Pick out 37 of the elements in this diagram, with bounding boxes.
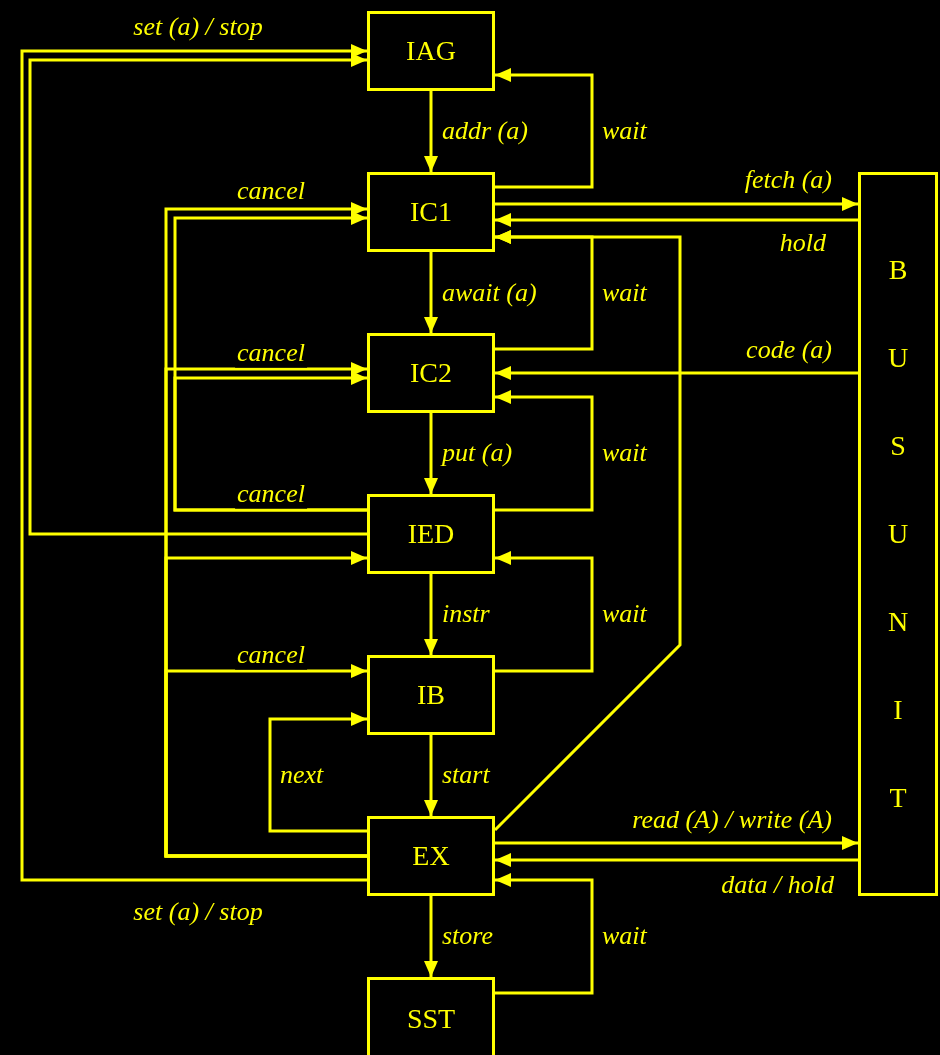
arrow (495, 873, 594, 995)
arrow (495, 68, 594, 189)
arrow (424, 896, 438, 977)
state-box (367, 977, 495, 1055)
arrow (493, 230, 682, 832)
node-label: IC1 (410, 196, 452, 228)
arrow (268, 712, 367, 833)
arrow (495, 213, 858, 227)
state-box (367, 494, 495, 574)
node-label: IC2 (410, 357, 452, 389)
node-label: SST (406, 1003, 456, 1035)
arrow (495, 366, 858, 380)
bus-unit-box (858, 172, 938, 896)
arrow (424, 735, 438, 816)
node-label: EX (412, 840, 450, 872)
arrow (495, 853, 858, 867)
state-box (367, 655, 495, 735)
arrow (28, 53, 367, 536)
arrow (424, 574, 438, 655)
arrow (495, 390, 594, 512)
arrow (173, 371, 367, 512)
arrow (164, 664, 367, 858)
node-label: IED (407, 518, 455, 550)
node-label: IAG (406, 35, 456, 67)
node-label: BUS UNIT (886, 253, 910, 815)
arrow (495, 836, 858, 850)
arrow (495, 551, 594, 673)
node-label: IB (417, 679, 445, 711)
state-box (367, 333, 495, 413)
arrow (424, 91, 438, 172)
arrow (424, 252, 438, 333)
arrow (495, 197, 858, 211)
arrow (424, 413, 438, 494)
state-box (367, 172, 495, 252)
state-box (367, 816, 495, 896)
arrow (20, 44, 367, 882)
state-box (367, 11, 495, 91)
